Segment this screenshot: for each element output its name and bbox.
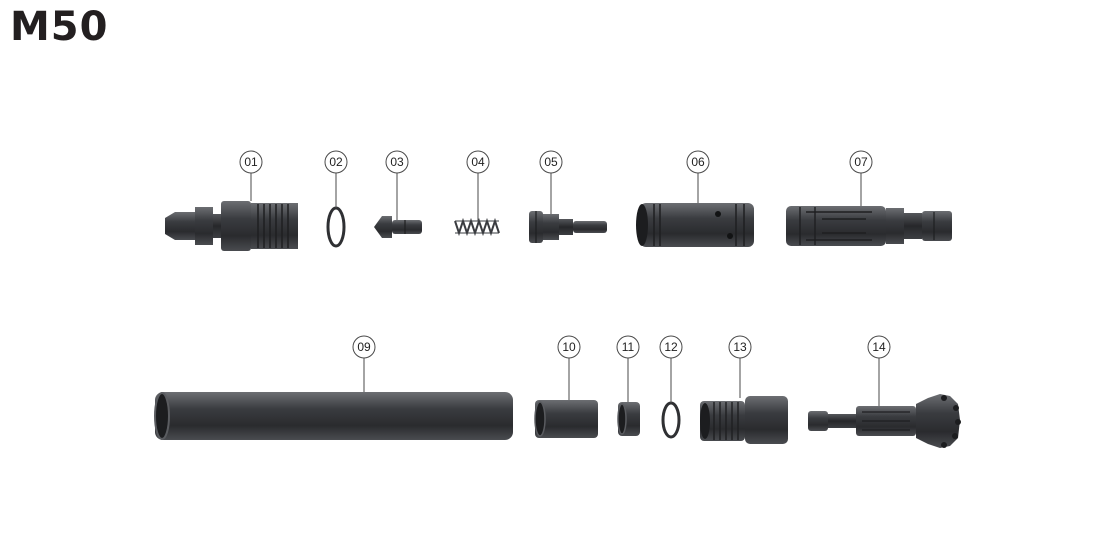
callout-13: 13	[728, 335, 752, 398]
part-06-cylinder	[636, 203, 754, 247]
callout-label-13: 13	[733, 340, 747, 354]
part-10-guide-sleeve	[534, 400, 598, 438]
callout-label-06: 06	[691, 155, 705, 169]
callout-label-02: 02	[329, 155, 343, 169]
part-03-check-valve	[374, 216, 422, 238]
callout-label-10: 10	[562, 340, 576, 354]
part-02-o-ring	[326, 206, 346, 248]
callout-04: 04	[466, 150, 490, 221]
callout-12: 12	[659, 335, 683, 403]
part-07-piston	[786, 206, 952, 246]
part-11-retaining-ring	[617, 402, 640, 436]
callout-label-03: 03	[390, 155, 404, 169]
callout-11: 11	[616, 335, 640, 402]
callout-label-14: 14	[872, 340, 886, 354]
callout-07: 07	[849, 150, 873, 206]
part-13-driver-sub	[700, 396, 788, 444]
callout-02: 02	[324, 150, 348, 208]
callout-label-12: 12	[664, 340, 678, 354]
callout-05: 05	[539, 150, 563, 214]
callout-label-09: 09	[357, 340, 371, 354]
callout-label-01: 01	[244, 155, 258, 169]
callout-01: 01	[239, 150, 263, 201]
part-05-valve	[529, 211, 607, 243]
part-14-dth-bit	[808, 394, 961, 448]
callout-label-07: 07	[854, 155, 868, 169]
callout-14: 14	[867, 335, 891, 406]
callout-03: 03	[385, 150, 409, 220]
callout-label-04: 04	[471, 155, 485, 169]
product-title: M50	[10, 4, 109, 50]
callout-label-05: 05	[544, 155, 558, 169]
callout-10: 10	[557, 335, 581, 400]
part-04-spring	[454, 217, 500, 237]
callout-09: 09	[352, 335, 376, 392]
part-12-o-ring	[661, 401, 681, 439]
part-01-back-head	[165, 201, 298, 251]
callout-06: 06	[686, 150, 710, 203]
part-09-outer-casing	[154, 392, 513, 440]
callout-label-11: 11	[622, 340, 635, 354]
